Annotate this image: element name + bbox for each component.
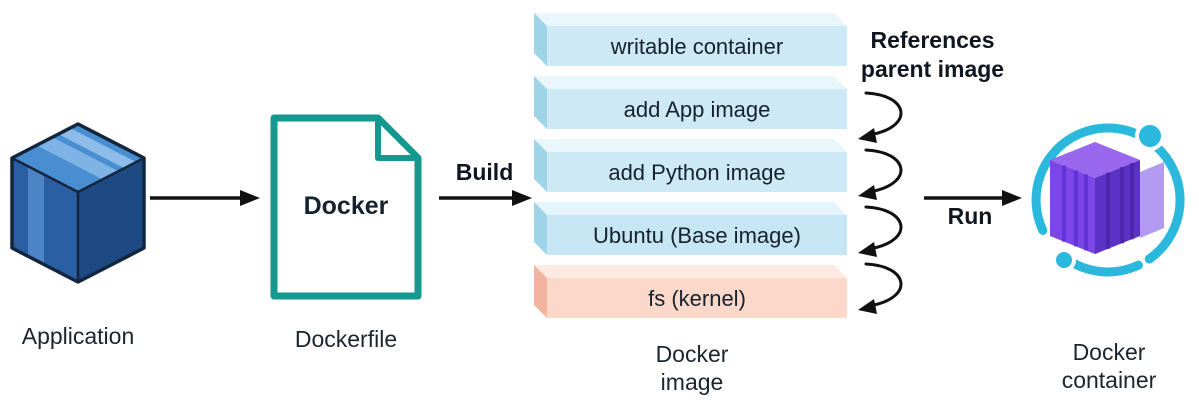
dockerfile-icon: Docker	[270, 114, 422, 300]
arrow-build	[439, 190, 532, 206]
container-panel-icon	[1140, 162, 1164, 238]
orbit-dot-icon	[1135, 121, 1165, 151]
docker-image-stack: writable container add App image add Pyt…	[534, 13, 847, 318]
reference-arrow	[858, 262, 903, 314]
docker-image-caption: Docker image	[534, 340, 850, 396]
build-label: Build	[455, 159, 514, 185]
layer-fs-kernel: fs (kernel)	[534, 265, 847, 318]
arrow-app-to-dockerfile	[150, 190, 260, 206]
docker-container-icon	[1031, 121, 1185, 277]
layer-writable-container: writable container	[534, 13, 847, 66]
references-note-line1: References	[870, 27, 995, 53]
application-box-icon	[10, 122, 146, 284]
docker-container-label: Docker container	[1030, 338, 1188, 394]
reference-arrow	[858, 148, 903, 200]
references-note-line2: parent image	[860, 56, 1005, 82]
layer-add-python-image: add Python image	[534, 139, 847, 192]
dockerfile-doc-title: Docker	[304, 192, 389, 220]
application-label: Application	[21, 323, 135, 349]
layer-label: fs (kernel)	[648, 286, 746, 311]
docker-image-caption-line1: Docker	[655, 341, 729, 367]
reference-arrows	[858, 91, 903, 314]
layer-label: Ubuntu (Base image)	[593, 223, 801, 248]
arrow-run	[924, 190, 1022, 206]
docker-container-label-line2: container	[1061, 367, 1157, 393]
layer-label: writable container	[610, 34, 783, 59]
layer-ubuntu-base-image: Ubuntu (Base image)	[534, 202, 847, 255]
layer-label: add App image	[624, 97, 771, 122]
layer-add-app-image: add App image	[534, 76, 847, 129]
dockerfile-label: Dockerfile	[294, 326, 398, 352]
layer-label: add Python image	[608, 160, 785, 185]
run-label: Run	[947, 203, 993, 229]
orbit-arc-icon	[1031, 123, 1185, 264]
folded-corner-icon	[375, 115, 421, 161]
docker-container-label-line1: Docker	[1072, 339, 1146, 365]
reference-arrow	[858, 205, 903, 257]
orbit-dot-icon	[1052, 248, 1076, 272]
docker-image-caption-line2: image	[660, 369, 724, 395]
references-note: References parent image	[845, 26, 1020, 84]
reference-arrow	[858, 91, 903, 143]
